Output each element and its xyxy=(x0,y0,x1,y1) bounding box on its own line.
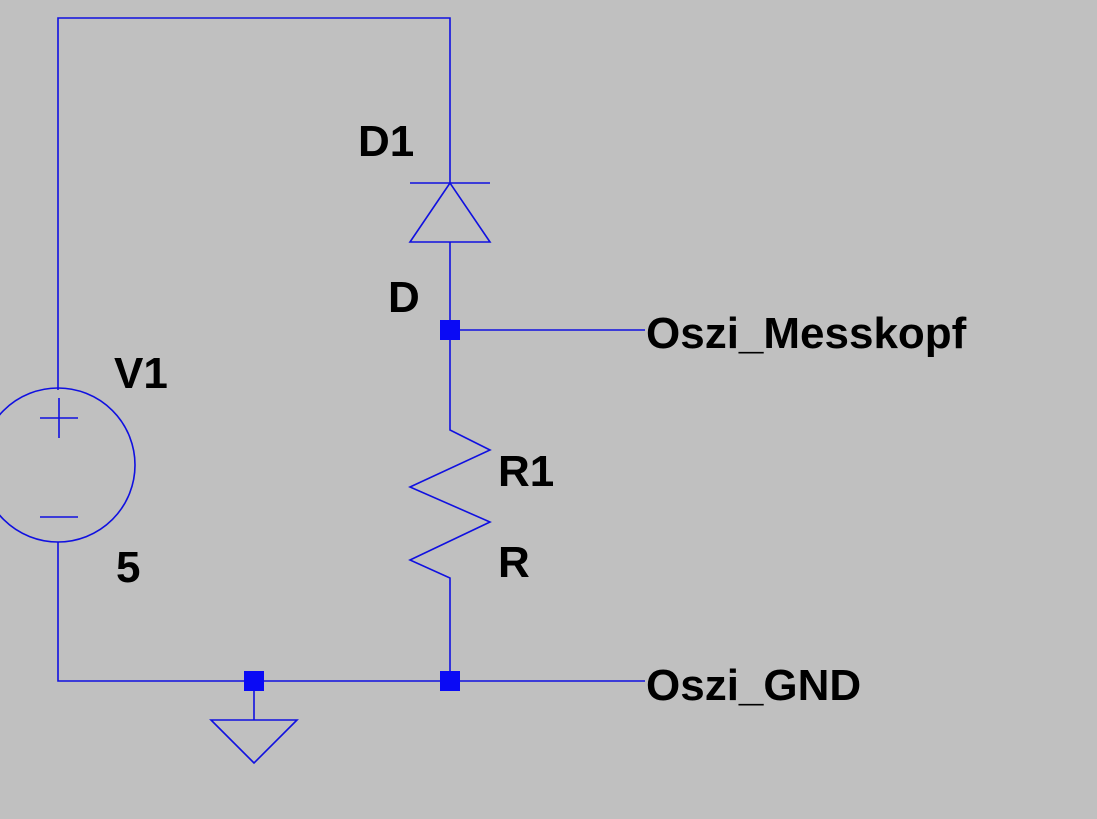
dc-voltage-source-icon[interactable] xyxy=(0,387,136,543)
resistor-value-label: R xyxy=(498,538,530,587)
resistor-ref-label: R1 xyxy=(498,447,554,496)
diode-icon[interactable] xyxy=(408,181,492,243)
ground-icon[interactable] xyxy=(209,681,299,765)
net-label-probe: Oszi_Messkopf xyxy=(646,309,967,358)
diode-ref-label: D1 xyxy=(358,117,414,166)
resistor-icon[interactable] xyxy=(408,425,492,585)
wire-top-loop xyxy=(57,17,451,390)
source-value-label: 5 xyxy=(116,543,140,592)
diode-model-label: D xyxy=(388,273,420,322)
source-ref-label: V1 xyxy=(114,349,168,398)
wire-bottom xyxy=(57,542,645,682)
junction-gnd-node xyxy=(440,671,460,691)
junction-ground xyxy=(244,671,264,691)
junction-probe-node xyxy=(440,320,460,340)
net-label-gnd: Oszi_GND xyxy=(646,661,861,710)
